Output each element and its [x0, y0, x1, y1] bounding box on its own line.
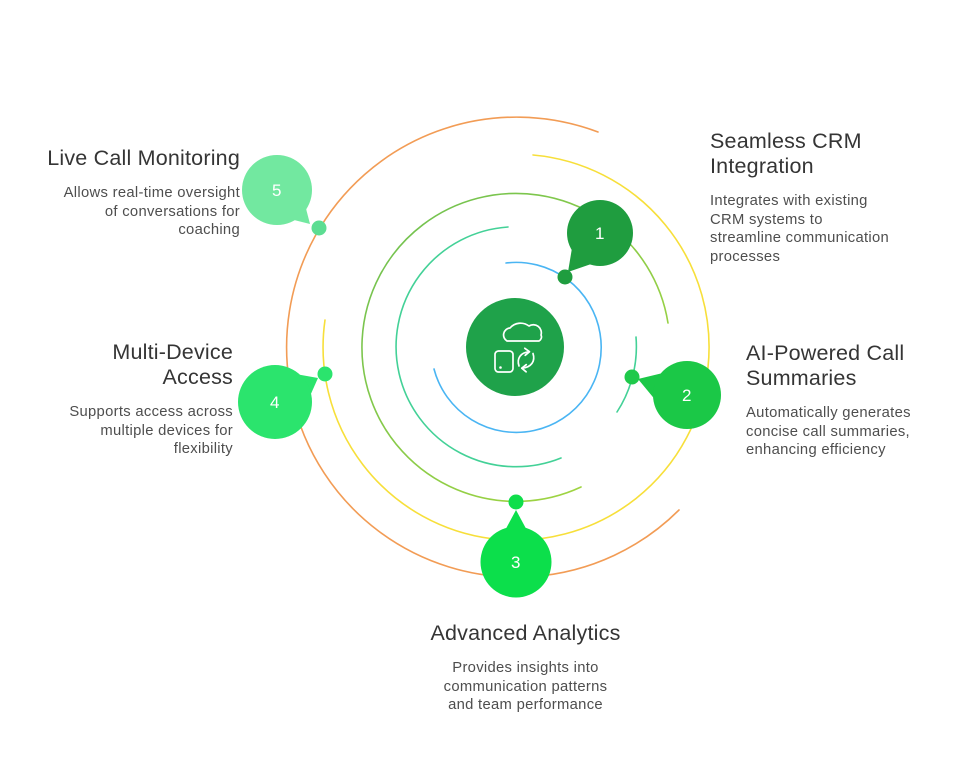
item-1-number: 1: [595, 224, 605, 243]
item-5-text-block: Live Call Monitoring Allows real-time ov…: [18, 146, 240, 240]
item-3-description: Provides insights into communication pat…: [443, 660, 608, 713]
item-2-bubble: 2: [638, 361, 721, 429]
item-4-bubble: 4: [238, 365, 318, 439]
item-2-dot: [624, 369, 640, 385]
item-3-bubble-circle: [480, 526, 552, 598]
cloud-device-sync-icon: [494, 322, 543, 373]
item-5-dot: [311, 220, 327, 236]
item-4-number: 4: [270, 393, 280, 412]
center-circle: [466, 298, 564, 396]
item-4-dot: [317, 366, 333, 382]
item-1-title: Seamless CRM Integration: [710, 129, 862, 178]
item-3-text-block: Advanced Analytics Provides insights int…: [368, 621, 683, 715]
item-4-text-block: Multi-Device Access Supports access acro…: [10, 340, 233, 459]
item-2-description: Automatically generates concise call sum…: [746, 405, 911, 458]
item-1-bubble-circle: [567, 200, 633, 266]
item-3-bubble: 3: [480, 510, 552, 598]
item-3-dot: [508, 494, 524, 510]
item-2-number: 2: [682, 386, 692, 405]
item-2-text-block: AI-Powered Call Summaries Automatically …: [746, 341, 960, 460]
item-5-bubble: 5: [242, 155, 312, 225]
item-1-description: Integrates with existing CRM systems to …: [710, 193, 890, 265]
arc-mint-left: [395, 226, 562, 468]
item-3-title: Advanced Analytics: [430, 621, 621, 645]
item-4-title: Multi-Device Access: [112, 340, 233, 389]
phone-icon: [494, 350, 514, 373]
item-5-number: 5: [272, 181, 282, 200]
center-hub: [466, 298, 564, 396]
item-4-description: Supports access across multiple devices …: [69, 404, 233, 457]
item-1-text-block: Seamless CRM Integration Integrates with…: [710, 129, 955, 266]
sync-arrows-icon: [517, 347, 535, 373]
item-2-bubble-circle: [653, 361, 721, 429]
cloud-icon: [502, 322, 543, 342]
item-4-bubble-circle: [238, 365, 312, 439]
item-5-title: Live Call Monitoring: [47, 146, 240, 170]
item-5-description: Allows real-time oversight of conversati…: [63, 185, 240, 238]
item-1-dot: [557, 269, 573, 285]
arc-yellow: [322, 154, 710, 542]
phone-button-dot: [499, 366, 502, 369]
item-3-number: 3: [511, 553, 521, 572]
item-2-title: AI-Powered Call Summaries: [746, 341, 905, 390]
item-5-bubble-circle: [242, 155, 312, 225]
item-1-bubble: 1: [567, 200, 633, 272]
